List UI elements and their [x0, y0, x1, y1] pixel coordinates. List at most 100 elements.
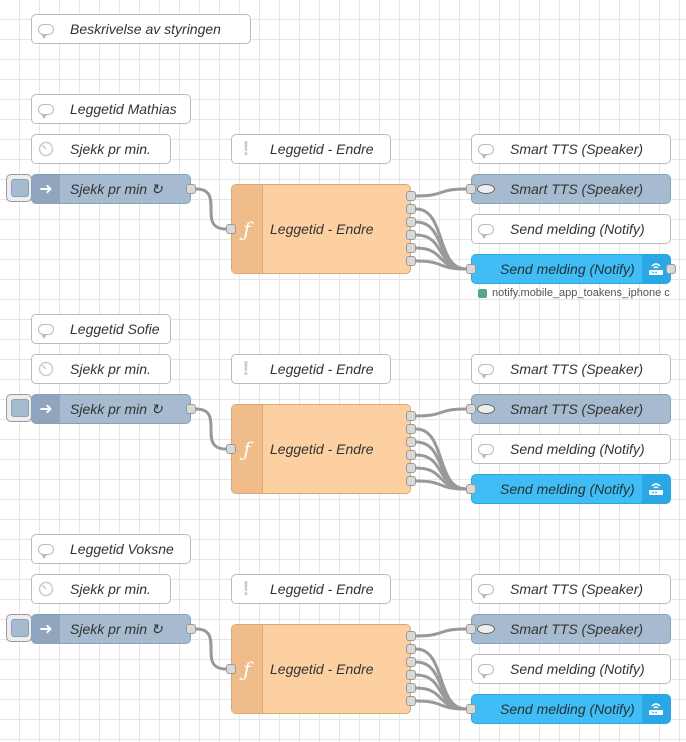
wire-function-to-notify[interactable] — [415, 479, 467, 491]
comment-node-check[interactable]: Sjekk pr min. — [31, 354, 171, 384]
input-port[interactable] — [466, 704, 476, 714]
comment-node-tts[interactable]: Smart TTS (Speaker) — [471, 574, 671, 604]
notify-node[interactable]: Send melding (Notify) — [471, 474, 671, 504]
output-port[interactable] — [666, 264, 676, 274]
notify-node[interactable]: Send melding (Notify) — [471, 694, 671, 724]
inject-label: Sjekk pr min ↻ — [70, 620, 163, 637]
output-port[interactable] — [406, 243, 416, 253]
output-port[interactable] — [406, 670, 416, 680]
comment-node-notify[interactable]: Send melding (Notify) — [471, 214, 671, 244]
comment-node-group-title[interactable]: Leggetid Sofie — [31, 314, 171, 344]
tts-node[interactable]: Smart TTS (Speaker) — [471, 614, 671, 644]
speech-bubble-icon — [32, 535, 60, 563]
input-port[interactable] — [466, 624, 476, 634]
comment-node-notify[interactable]: Send melding (Notify) — [471, 654, 671, 684]
output-port[interactable] — [186, 404, 196, 414]
input-port[interactable] — [466, 184, 476, 194]
input-port[interactable] — [466, 264, 476, 274]
comment-label: Leggetid - Endre — [270, 141, 374, 157]
output-port[interactable] — [406, 424, 416, 434]
speech-bubble-icon — [32, 315, 60, 343]
comment-node-function[interactable]: ! Leggetid - Endre — [231, 354, 391, 384]
output-port[interactable] — [406, 644, 416, 654]
comment-node-group-title[interactable]: Leggetid Voksne — [31, 534, 191, 564]
output-port[interactable] — [406, 657, 416, 667]
speaker-icon — [472, 175, 500, 203]
function-icon: ƒ — [232, 405, 263, 493]
output-port[interactable] — [406, 230, 416, 240]
output-port[interactable] — [406, 631, 416, 641]
output-port[interactable] — [406, 204, 416, 214]
wire-inject-to-function[interactable] — [195, 407, 227, 451]
arrow-right-icon: ➜ — [32, 395, 60, 423]
comment-node-notify[interactable]: Send melding (Notify) — [471, 434, 671, 464]
inject-button[interactable] — [6, 614, 32, 642]
input-port[interactable] — [466, 404, 476, 414]
input-port[interactable] — [466, 484, 476, 494]
wire-inject-to-function[interactable] — [195, 627, 227, 671]
comment-label: Beskrivelse av styringen — [70, 21, 221, 37]
speech-bubble-icon — [472, 575, 500, 603]
comment-label: Send melding (Notify) — [510, 661, 645, 677]
output-port[interactable] — [406, 217, 416, 227]
input-port[interactable] — [226, 664, 236, 674]
inject-node[interactable]: ➜ Sjekk pr min ↻ — [31, 174, 191, 204]
speech-bubble-icon — [472, 655, 500, 683]
output-port[interactable] — [406, 696, 416, 706]
output-port[interactable] — [186, 624, 196, 634]
comment-label: Smart TTS (Speaker) — [510, 141, 644, 157]
notify-label: Send melding (Notify) — [500, 481, 635, 497]
function-node[interactable]: ƒ Leggetid - Endre — [231, 184, 411, 274]
exclamation-icon: ! — [242, 357, 250, 380]
inject-node[interactable]: ➜ Sjekk pr min ↻ — [31, 614, 191, 644]
output-port[interactable] — [186, 184, 196, 194]
comment-node-tts[interactable]: Smart TTS (Speaker) — [471, 134, 671, 164]
output-port[interactable] — [406, 683, 416, 693]
inject-node[interactable]: ➜ Sjekk pr min ↻ — [31, 394, 191, 424]
input-port[interactable] — [226, 224, 236, 234]
notify-label: Send melding (Notify) — [500, 261, 635, 277]
comment-label: Sjekk pr min. — [70, 581, 151, 597]
timer-icon — [32, 575, 60, 603]
inject-button[interactable] — [6, 174, 32, 202]
function-node[interactable]: ƒ Leggetid - Endre — [231, 404, 411, 494]
output-port[interactable] — [406, 191, 416, 201]
arrow-right-icon: ➜ — [32, 615, 60, 643]
notify-status-text: notify.mobile_app_toakens_iphone c — [492, 287, 670, 299]
output-port[interactable] — [406, 256, 416, 266]
wire-function-to-tts[interactable] — [415, 407, 467, 418]
comment-node-check[interactable]: Sjekk pr min. — [31, 134, 171, 164]
comment-node-description[interactable]: Beskrivelse av styringen — [31, 14, 251, 44]
router-icon — [642, 475, 670, 503]
comment-node-group-title[interactable]: Leggetid Mathias — [31, 94, 191, 124]
comment-node-function[interactable]: ! Leggetid - Endre — [231, 574, 391, 604]
speech-bubble-icon — [472, 135, 500, 163]
function-node[interactable]: ƒ Leggetid - Endre — [231, 624, 411, 714]
comment-node-check[interactable]: Sjekk pr min. — [31, 574, 171, 604]
function-label: Leggetid - Endre — [270, 441, 374, 457]
speaker-icon — [472, 615, 500, 643]
speaker-icon — [472, 395, 500, 423]
output-port[interactable] — [406, 476, 416, 486]
output-port[interactable] — [406, 463, 416, 473]
output-port[interactable] — [406, 437, 416, 447]
comment-label: Smart TTS (Speaker) — [510, 581, 644, 597]
comment-node-tts[interactable]: Smart TTS (Speaker) — [471, 354, 671, 384]
tts-node[interactable]: Smart TTS (Speaker) — [471, 394, 671, 424]
group-title-label: Leggetid Sofie — [70, 321, 160, 337]
input-port[interactable] — [226, 444, 236, 454]
speech-bubble-icon — [32, 15, 60, 43]
inject-button[interactable] — [6, 394, 32, 422]
notify-node[interactable]: Send melding (Notify) — [471, 254, 671, 284]
tts-node[interactable]: Smart TTS (Speaker) — [471, 174, 671, 204]
output-port[interactable] — [406, 450, 416, 460]
output-port[interactable] — [406, 411, 416, 421]
wire-function-to-tts[interactable] — [415, 187, 467, 198]
wire-function-to-notify[interactable] — [415, 259, 467, 271]
wire-function-to-notify[interactable] — [415, 699, 467, 711]
wire-inject-to-function[interactable] — [195, 187, 227, 231]
comment-node-function[interactable]: ! Leggetid - Endre — [231, 134, 391, 164]
comment-label: Smart TTS (Speaker) — [510, 361, 644, 377]
wire-function-to-tts[interactable] — [415, 627, 467, 638]
